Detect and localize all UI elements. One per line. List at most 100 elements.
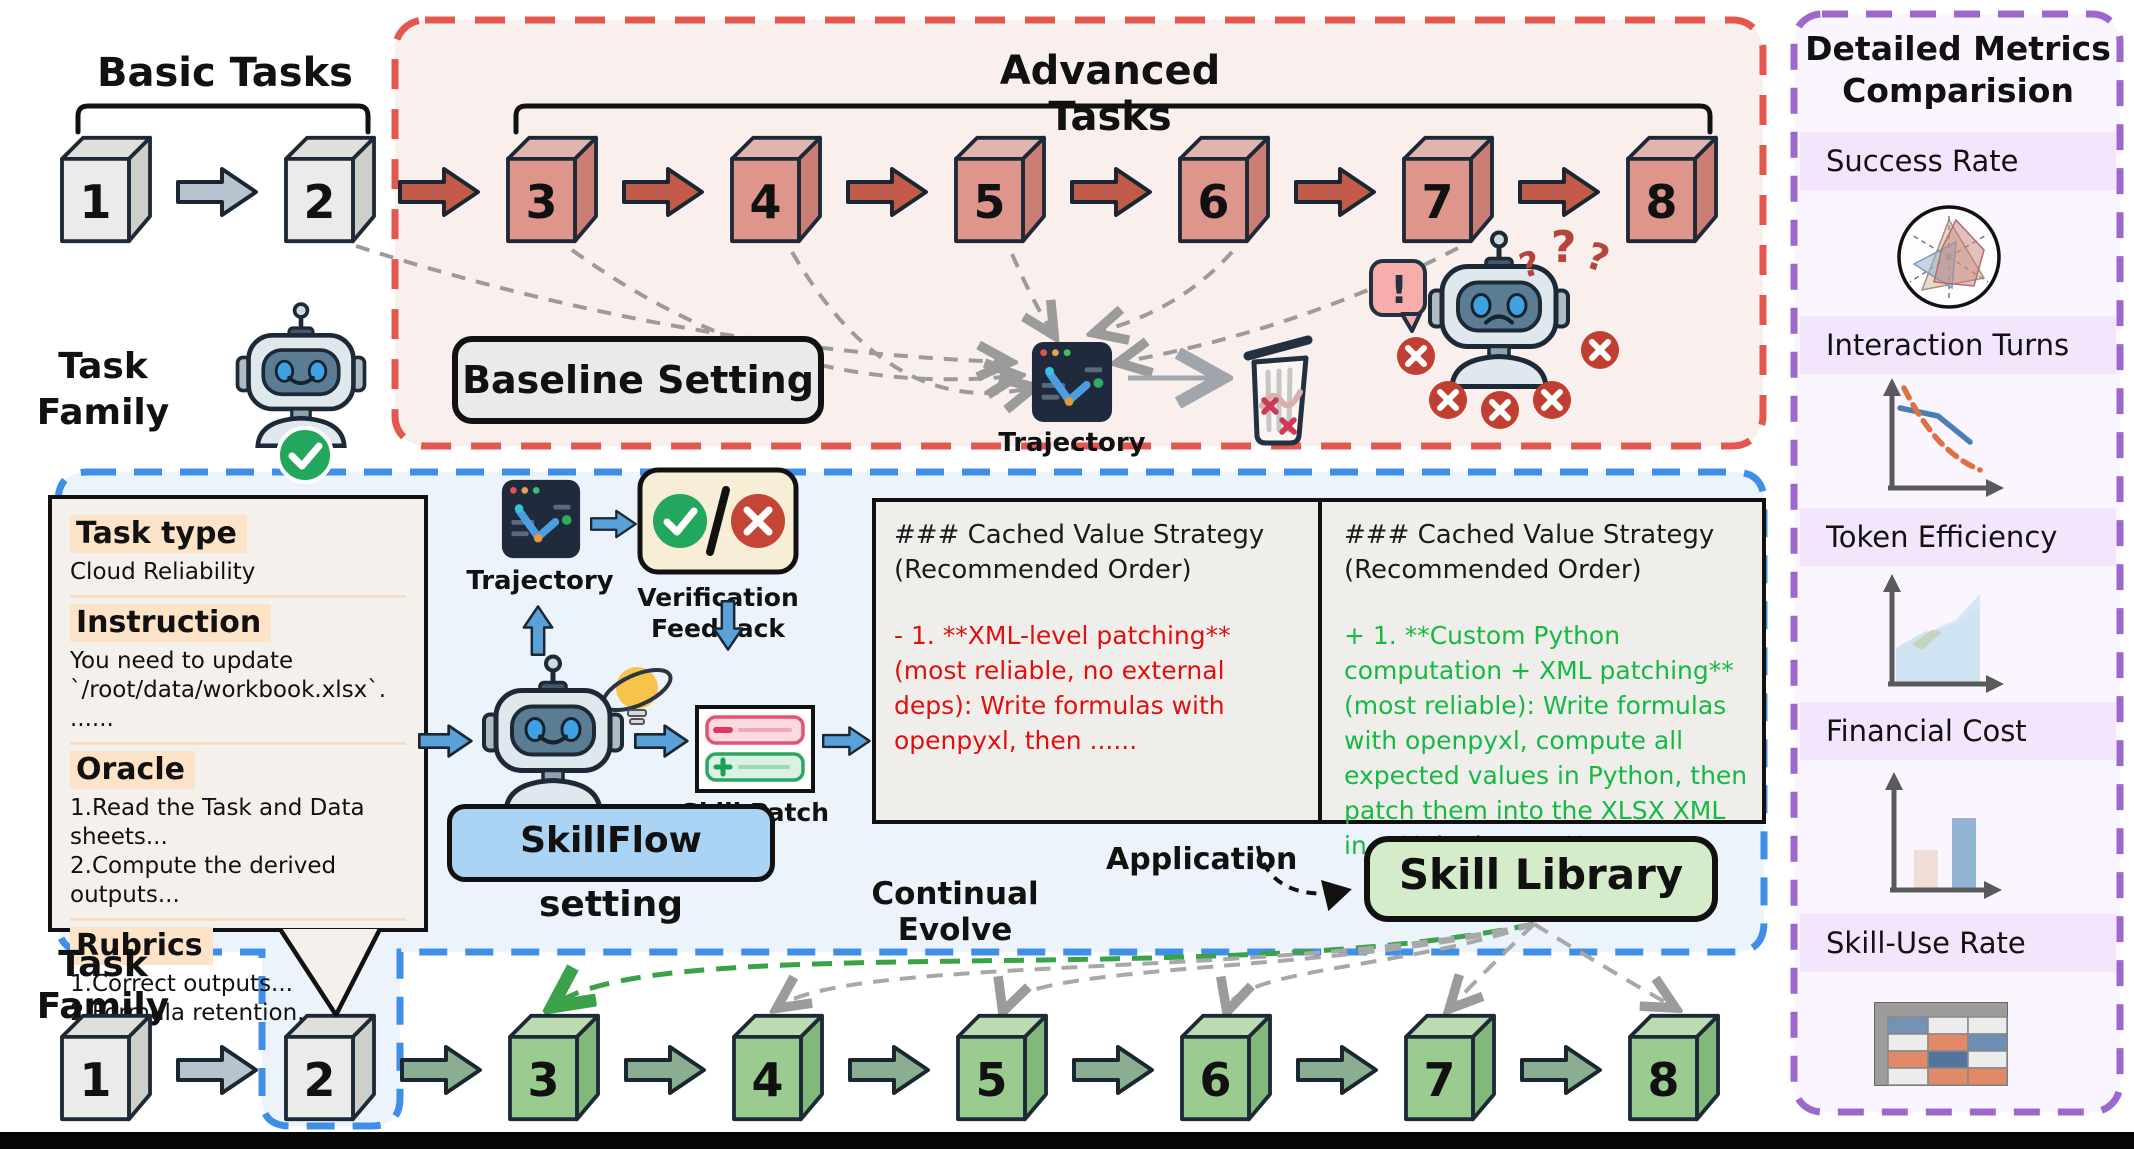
rubrics-body: 1.Correct outputs... 2.Formula retention… — [70, 971, 320, 1026]
task-cube: 6 — [1178, 135, 1270, 244]
metric-skill-use-rate: Skill-Use Rate — [1800, 914, 2116, 972]
flow-arrow-icon — [1518, 167, 1600, 217]
instruction-heading: Instruction — [70, 604, 272, 642]
flow-arrow-icon — [176, 1045, 258, 1095]
alert-exclamation-text: ! — [1390, 268, 1408, 312]
metric-success-rate: Success Rate — [1800, 132, 2116, 190]
flow-arrow-icon — [712, 600, 744, 651]
flow-arrow-right-icon — [822, 714, 872, 768]
flow-arrow-icon — [522, 605, 554, 656]
verification-feedback-icon — [637, 467, 799, 575]
bottom-divider-bar — [0, 1132, 2134, 1149]
flow-arrow-icon — [634, 724, 689, 758]
svg-text:7: 7 — [1421, 175, 1453, 229]
basic-task-row: 1 2 — [58, 134, 378, 245]
task-type-heading: Task type — [70, 515, 247, 553]
task-cube: 3 — [506, 135, 598, 244]
evolved-task-row: 1 2 3 4 5 6 7 — [58, 1012, 1722, 1123]
application-label: Application — [1106, 842, 1298, 877]
task-cube: 7 — [1404, 1013, 1496, 1122]
rubrics-section: Rubrics 1.Correct outputs... 2.Formula r… — [70, 918, 406, 1036]
skill-patch-icon — [695, 705, 815, 793]
metric-interaction-turns: Interaction Turns — [1800, 316, 2116, 374]
strategy-panel-old: ### Cached Value Strategy (Recommended O… — [876, 502, 1322, 820]
skill-library-label: Skill Library — [1364, 836, 1718, 922]
flow-arrow-icon — [590, 509, 637, 539]
instruction-section: Instruction You need to update `/root/da… — [70, 595, 406, 742]
flow-arrow-up-icon — [512, 598, 564, 662]
task-cube: 4 — [730, 135, 822, 244]
oracle-heading: Oracle — [70, 751, 195, 789]
flow-arrow-icon — [418, 724, 473, 758]
strategy-old-body: - 1. **XML-level patching** (most reliab… — [894, 621, 1231, 755]
radar-chart-icon — [1897, 205, 2001, 309]
strategy-panels: ### Cached Value Strategy (Recommended O… — [872, 498, 1766, 860]
task-type-body: Cloud Reliability — [70, 559, 256, 585]
oracle-body: 1.Read the Task and Data sheets... 2.Com… — [70, 795, 365, 908]
flow-arrow-icon — [846, 167, 928, 217]
trajectory-label-baseline: Trajectory — [998, 428, 1146, 458]
metric-financial-cost: Financial Cost — [1800, 702, 2116, 760]
task-cube: 8 — [1626, 135, 1718, 244]
area-chart-icon — [1883, 574, 2004, 693]
task-spec-card: Task type Cloud Reliability Instruction … — [48, 495, 428, 1026]
flow-arrow-icon — [1296, 1045, 1378, 1095]
strategy-new-body: + 1. **Custom Python computation + XML p… — [1344, 621, 1748, 860]
svg-text:6: 6 — [1197, 175, 1229, 229]
trash-icon — [1243, 335, 1313, 446]
metric-token-efficiency: Token Efficiency — [1800, 508, 2116, 566]
svg-text:6: 6 — [1199, 1053, 1231, 1107]
baseline-setting-label: Baseline Setting — [452, 336, 824, 424]
oracle-section: Oracle 1.Read the Task and Data sheets..… — [70, 742, 406, 918]
svg-text:3: 3 — [525, 175, 557, 229]
svg-text:8: 8 — [1645, 175, 1677, 229]
strategy-panel-new: ### Cached Value Strategy (Recommended O… — [1326, 502, 1770, 860]
task-family-label-top: Task Family — [36, 346, 170, 433]
flow-arrow-icon — [400, 1045, 482, 1095]
flow-arrow-icon — [1520, 1045, 1602, 1095]
task-cube: 4 — [732, 1013, 824, 1122]
basic-tasks-title: Basic Tasks — [97, 50, 353, 96]
rubrics-heading: Rubrics — [70, 927, 213, 965]
success-check-icon — [276, 426, 334, 484]
flow-arrow-icon — [622, 167, 704, 217]
card-pointer-tail — [278, 929, 383, 1018]
verification-feedback-label: Verification Feedback — [637, 583, 799, 643]
flow-arrow-right-icon — [418, 714, 474, 768]
task-cube: 5 — [954, 135, 1046, 244]
flow-arrow-right-icon — [634, 714, 690, 768]
trajectory-terminal-icon — [1031, 341, 1113, 423]
svg-text:5: 5 — [975, 1053, 1007, 1107]
svg-text:1: 1 — [79, 1053, 111, 1107]
advanced-tasks-title: Advanced Tasks — [999, 48, 1221, 140]
svg-text:2: 2 — [303, 175, 335, 229]
task-cube: 1 — [60, 1013, 152, 1122]
line-chart-icon — [1883, 378, 2004, 497]
flow-arrow-down-icon — [702, 594, 754, 658]
trajectory-terminal-icon — [501, 479, 581, 559]
skill-table-icon — [1874, 1002, 2008, 1086]
svg-text:2: 2 — [303, 1053, 335, 1107]
flow-arrow-icon — [822, 726, 871, 756]
skillflow-setting-label: SkillFlow setting — [447, 804, 775, 925]
task-cube: 3 — [508, 1013, 600, 1122]
svg-text:4: 4 — [749, 175, 781, 229]
svg-text:4: 4 — [751, 1053, 783, 1107]
svg-text:5: 5 — [973, 175, 1005, 229]
flow-arrow-icon — [624, 1045, 706, 1095]
bar-chart-icon — [1885, 772, 2002, 899]
flow-arrow-icon — [1070, 167, 1152, 217]
agent-robot-sad — [1424, 226, 1574, 391]
agent-robot-happy-skillflow — [478, 650, 628, 815]
robot-sad-icon — [1428, 230, 1570, 389]
trajectory-label-skillflow: Trajectory — [466, 566, 614, 596]
task-cube: 6 — [1180, 1013, 1272, 1122]
continual-evolve-label: Continual Evolve — [871, 876, 1039, 948]
flow-arrow-icon — [1072, 1045, 1154, 1095]
task-cube: 5 — [956, 1013, 1048, 1122]
failure-x-icons — [1397, 331, 1619, 429]
svg-text:7: 7 — [1423, 1053, 1455, 1107]
task-cube: 1 — [60, 135, 152, 244]
task-cube: 2 — [284, 135, 376, 244]
